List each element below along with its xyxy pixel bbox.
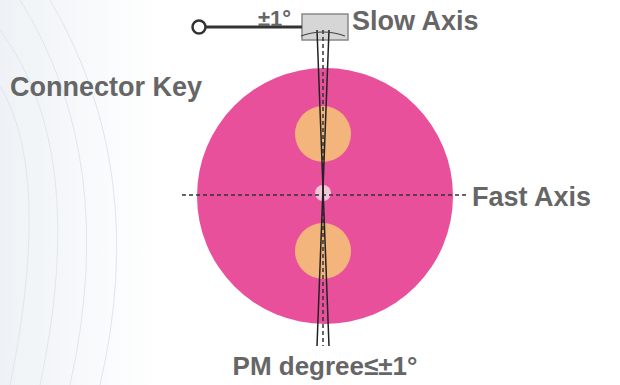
tolerance-arc xyxy=(301,32,345,36)
fiber-cladding xyxy=(197,68,453,324)
tolerance-line xyxy=(317,30,329,346)
background-waves xyxy=(0,0,117,385)
axis-label: Slow Axis xyxy=(352,8,479,35)
axis-label: Fast Axis xyxy=(472,184,591,211)
background-fade xyxy=(0,0,160,385)
part-label: Connector Key xyxy=(10,74,202,101)
spec-label: PM degree≤±1° xyxy=(233,353,418,379)
tolerance-line xyxy=(317,30,329,346)
connector-key xyxy=(302,14,348,40)
key-pin xyxy=(193,21,206,34)
angle-label: ±1° xyxy=(258,8,291,30)
